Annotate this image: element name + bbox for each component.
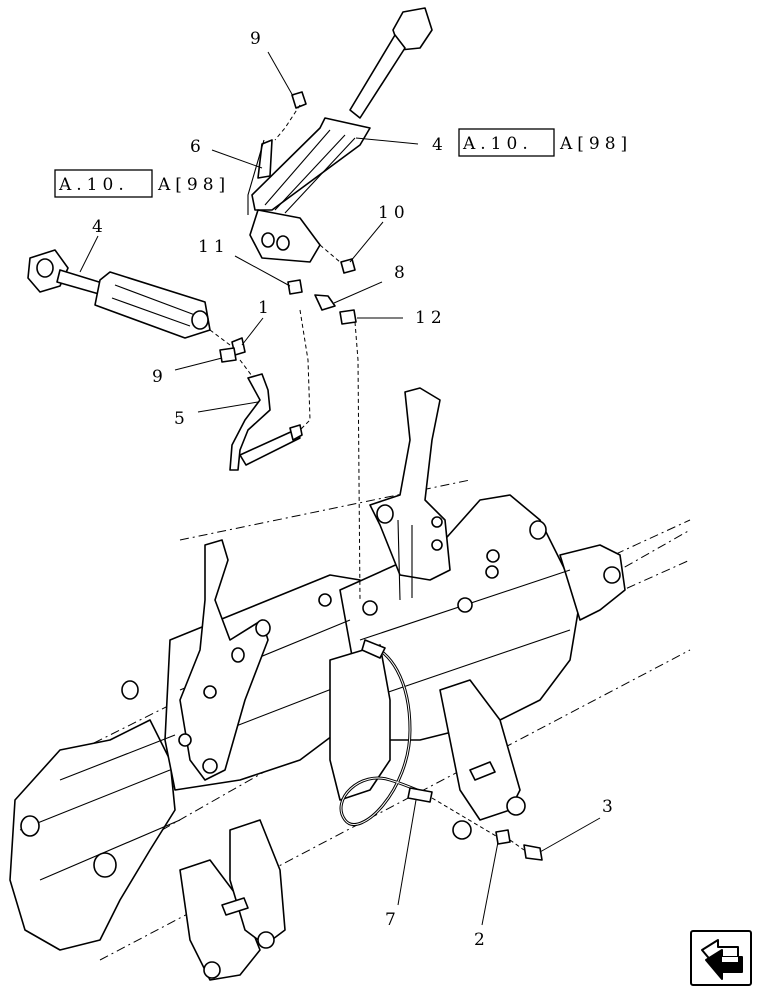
callout-12: 12 <box>415 308 447 328</box>
callout-9-left: 9 <box>152 367 168 387</box>
callout-4-left: 4 <box>92 217 108 237</box>
callout-7: 7 <box>385 910 401 930</box>
hydraulic-cylinder-left <box>27 249 211 339</box>
callout-6: 6 <box>190 137 206 157</box>
callout-9-top: 9 <box>250 29 266 49</box>
reference-suffix: A[98] <box>559 134 632 154</box>
callouts: 9 6 4 10 11 8 12 4 1 9 5 3 7 2 <box>92 29 618 950</box>
callout-11: 11 <box>198 237 230 257</box>
hydraulic-cylinder-top <box>247 7 433 263</box>
callout-3: 3 <box>602 797 618 817</box>
reference-suffix: A[98] <box>157 175 230 195</box>
reference-right[interactable]: A.10. A[98] <box>458 128 632 157</box>
lower-brackets <box>179 644 526 981</box>
callout-2: 2 <box>474 930 490 950</box>
return-button[interactable] <box>690 930 752 986</box>
reference-box <box>458 128 555 157</box>
leader-lines <box>79 51 601 926</box>
fittings <box>219 91 543 861</box>
lift-arm-center <box>369 387 451 601</box>
reference-box <box>54 169 153 198</box>
callout-1: 1 <box>258 298 274 318</box>
callout-8: 8 <box>394 263 410 283</box>
assembly-lines <box>209 104 525 851</box>
callout-5: 5 <box>174 409 190 429</box>
return-arrow-icon <box>701 939 743 980</box>
hose-7 <box>339 639 433 826</box>
hose-5 <box>229 373 303 471</box>
callout-10: 10 <box>378 203 410 223</box>
toolbar-frame <box>9 494 626 951</box>
lift-arm-left <box>178 539 271 781</box>
reference-box-label: A.10. <box>58 175 129 195</box>
callout-4-top: 4 <box>432 135 448 155</box>
reference-left[interactable]: A.10. A[98] <box>54 169 230 198</box>
reference-box-label: A.10. <box>462 134 533 154</box>
